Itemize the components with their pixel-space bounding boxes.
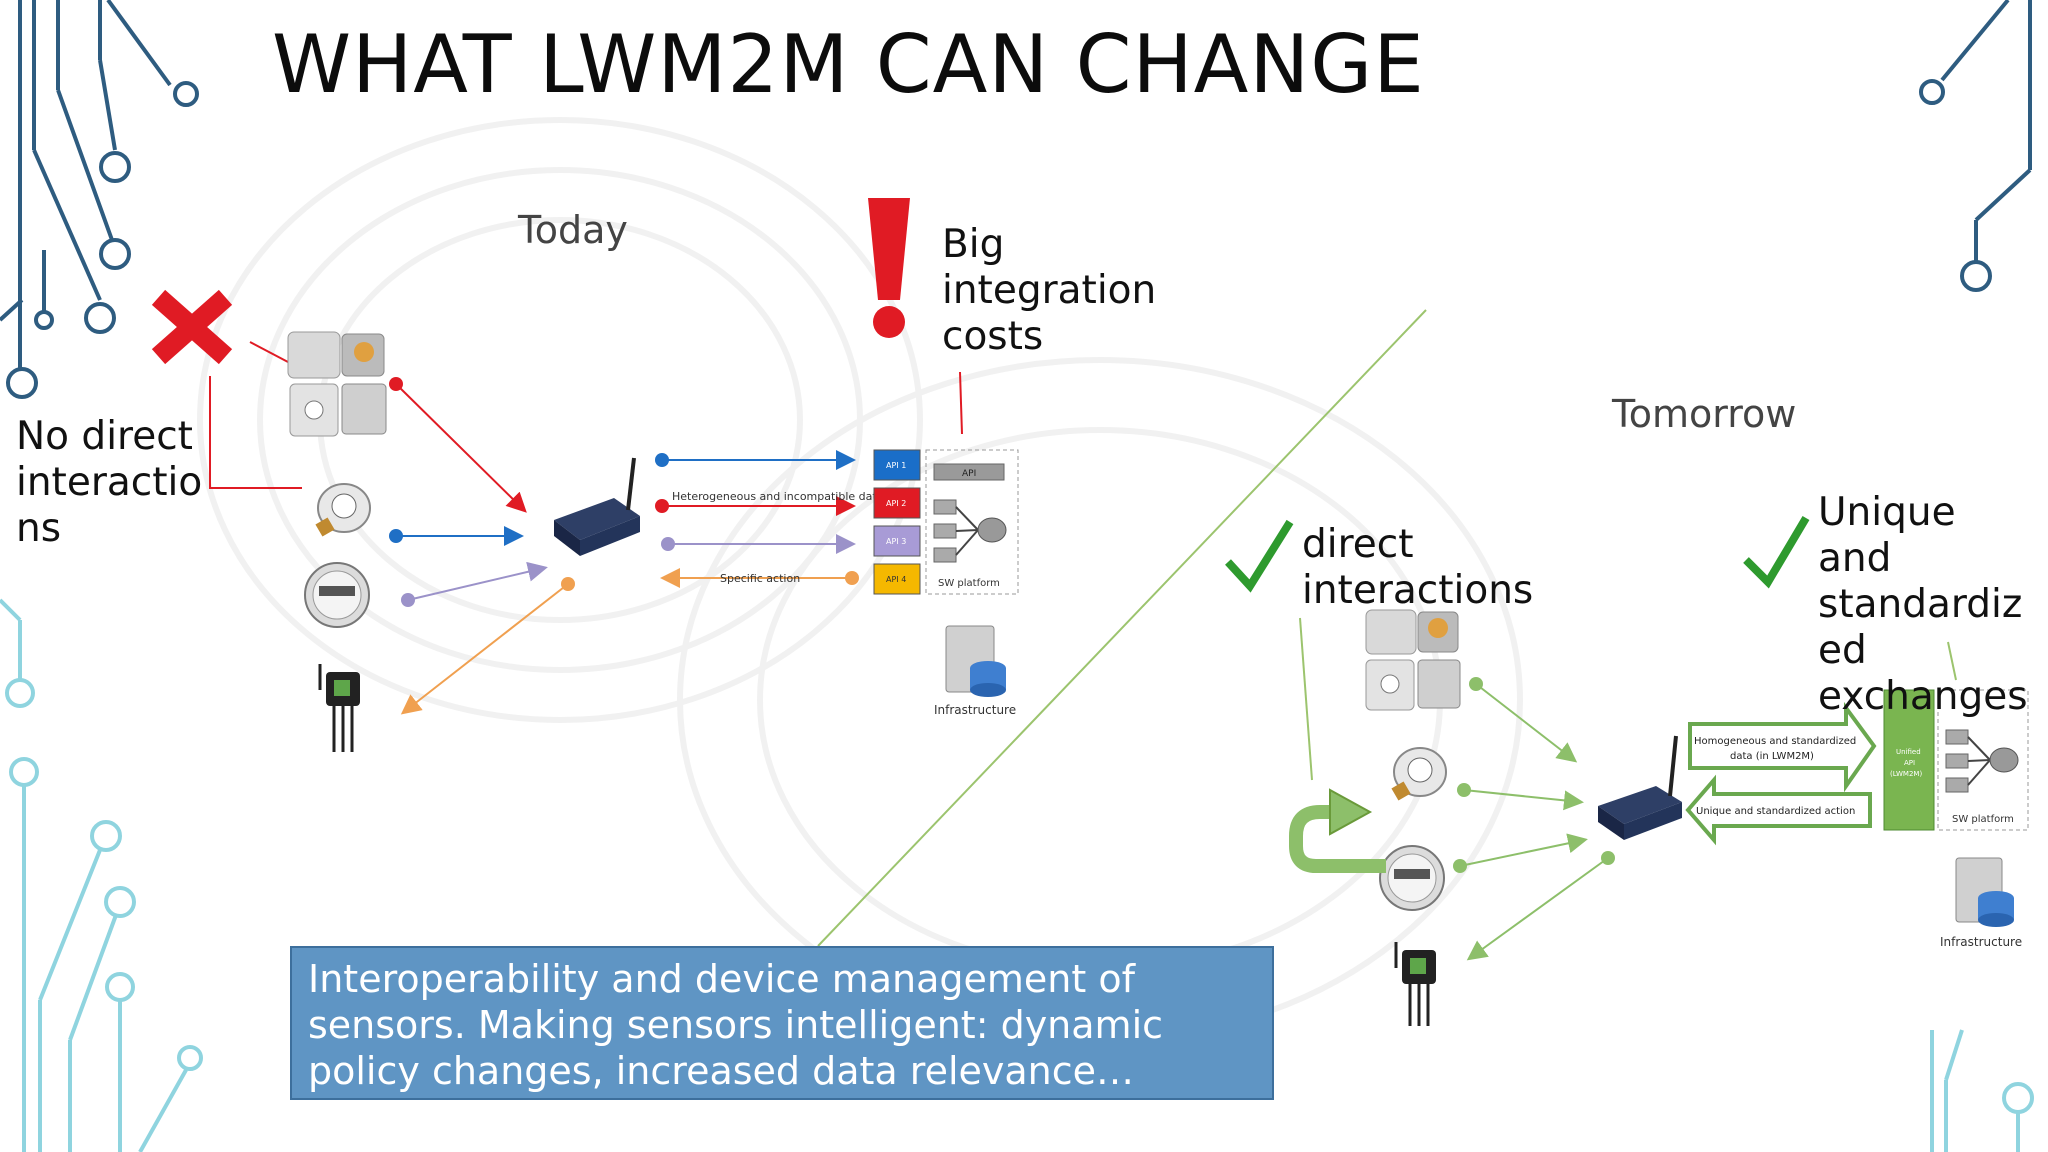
api-header-label: API [962,469,976,479]
exclamation-icon [868,198,910,338]
unified-api-block [1883,689,1935,831]
curved-arrow-head [1329,788,1373,836]
cross-icon [151,289,233,365]
dot-orange-api [845,571,859,585]
api-box-2-label: API 2 [886,499,906,508]
dot-red-api [655,499,669,513]
callout-text: Interoperability and device management o… [308,957,1164,1093]
slide-title: WHAT LWM2M CAN CHANGE [272,18,1425,111]
unified-api-label-3: (LWM2M) [1890,770,1922,778]
circuit-decoration-right [1919,0,2032,292]
direct-interactions-text: direct interactions [1302,522,1534,613]
no-direct-interactions-text: No direct interactio ns [16,414,203,551]
gateway-router-icon-tomorrow [1598,735,1682,840]
hetero-label: Heterogeneous and incompatible data [672,490,883,503]
sw-platform-today [925,449,1019,595]
checkmark-icon-unique [1743,515,1810,589]
circuit-decoration-top-left [0,0,199,399]
arrow-red-device [395,383,527,513]
unique-exchanges-text: Unique and standardiz ed exchanges [1818,490,2028,719]
unified-api-label-2: API [1904,759,1915,767]
api-box-1-label: API 1 [886,461,906,470]
arrow-orange-device [400,583,569,715]
gateway-router-icon [554,457,640,556]
checkmark-icon-direct [1225,519,1294,593]
water-meter-icon [315,483,371,537]
green-dots [1453,677,1615,873]
homogeneous-label-1: Homogeneous and standardized [1694,736,1856,747]
api-box-4 [873,563,921,595]
electric-meter-icon-tomorrow [1379,845,1445,911]
curved-arrow-icon [1289,805,1386,873]
sensor-probe-icon-tomorrow [1394,942,1436,1026]
circuit-decoration-bottom-right [1930,1029,2034,1152]
no-direct-connector [209,341,302,489]
dot-blue-api [655,453,669,467]
sensor-cluster-icon-tomorrow [1365,609,1461,711]
tomorrow-label: Tomorrow [1612,392,1797,436]
divider-line [817,309,1427,947]
circuit-decoration-bottom-left [0,598,203,1152]
unique-action-label: Unique and standardized action [1696,806,1855,817]
direct-pointer [1299,617,1313,781]
arrow-lavender-device [407,561,548,601]
api-box-4-label: API 4 [886,575,906,584]
api-box-2 [873,487,921,519]
homogeneous-label-2: data (in LWM2M) [1730,751,1814,762]
callout-box: Interoperability and device management o… [290,946,1274,1100]
sensor-cluster-icon [287,331,387,437]
unique-action-arrow [1685,774,1872,846]
dot-blue [389,529,403,543]
dot-orange [561,577,575,591]
big-costs-pointer [959,371,963,435]
dot-lavender-api [661,537,675,551]
unified-api-label-1: Unified [1896,748,1921,756]
api-box-1 [873,449,921,481]
sw-platform-label: SW platform [938,578,1000,589]
dot-red [389,377,403,391]
server-database-icon [945,625,1006,697]
water-meter-icon-tomorrow [1391,747,1447,801]
infrastructure-label: Infrastructure [934,703,1016,717]
big-integration-costs-text: Big integration costs [942,222,1157,359]
sw-platform-label-tomorrow: SW platform [1952,814,2014,825]
api-box-3-label: API 3 [886,537,906,546]
dot-lavender [401,593,415,607]
homogeneous-data-arrow [1688,701,1877,793]
specific-action-label: Specific action [720,572,800,585]
sensor-probe-icon [318,664,360,752]
today-label: Today [518,208,628,252]
electric-meter-icon [304,562,370,628]
server-database-icon-tomorrow [1955,857,2014,927]
sw-platform-tomorrow [1937,689,2029,831]
green-arrows [1459,683,1609,961]
infrastructure-label-tomorrow: Infrastructure [1940,935,2022,949]
api-box-3 [873,525,921,557]
unique-pointer [1947,641,1957,681]
